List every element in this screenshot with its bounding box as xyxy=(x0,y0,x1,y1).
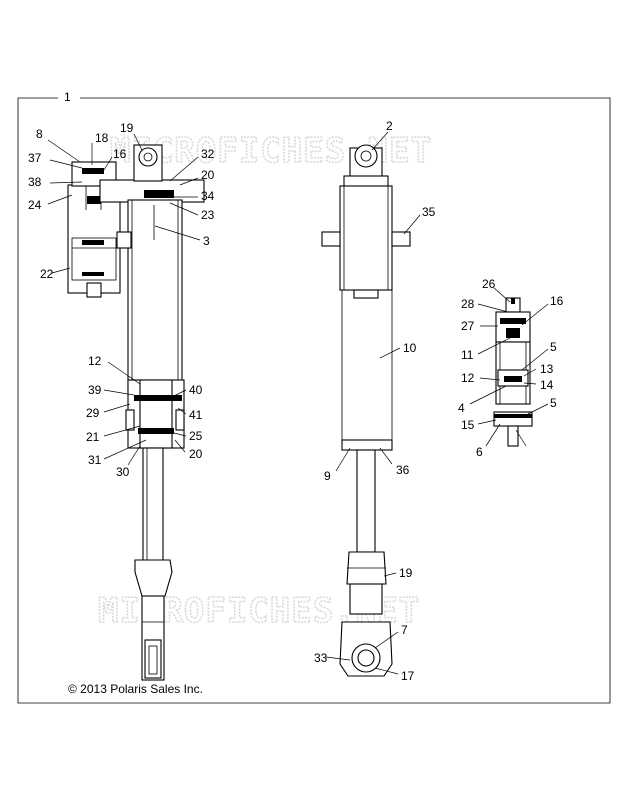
callout-3: 22 xyxy=(40,267,54,281)
callout-20-b: 24 xyxy=(28,198,42,212)
callout-34: 23 xyxy=(201,208,215,222)
callout-31: 30 xyxy=(116,465,130,479)
leader-lines xyxy=(47,131,549,675)
callout-26: 16 xyxy=(550,294,564,308)
left-shock-assembly xyxy=(67,144,205,681)
callout-40: 29 xyxy=(86,406,100,420)
center-shock-assembly xyxy=(321,144,411,677)
callout-labels: 1 8 18 19 16 32 37 20 38 34 24 23 3 22 1… xyxy=(28,90,564,683)
callout-18: 18 xyxy=(95,131,109,145)
callout-33: 17 xyxy=(401,669,415,683)
callout-1: 1 xyxy=(64,90,71,104)
callout-23: 3 xyxy=(203,234,210,248)
callout-4: 5 xyxy=(550,396,557,410)
callout-10: 9 xyxy=(324,469,331,483)
callout-16-b: 28 xyxy=(461,297,475,311)
callout-2: 35 xyxy=(422,205,436,219)
callout-38: 38 xyxy=(28,175,42,189)
valve-detail-assembly xyxy=(493,297,533,447)
callout-28: 27 xyxy=(461,319,475,333)
callout-20-c: 20 xyxy=(189,447,203,461)
callout-12-b: 14 xyxy=(540,378,554,392)
callout-25: 31 xyxy=(88,453,102,467)
callout-15: 6 xyxy=(476,445,483,459)
callout-21: 25 xyxy=(189,429,203,443)
callout-16: 16 xyxy=(113,147,127,161)
callout-30: 2 xyxy=(386,119,393,133)
callout-39: 40 xyxy=(189,383,203,397)
diagram-frame xyxy=(17,97,611,704)
copyright-text: © 2013 Polaris Sales Inc. xyxy=(68,682,203,696)
callout-37: 37 xyxy=(28,151,42,165)
callout-14: 4 xyxy=(458,401,465,415)
callout-11: 5 xyxy=(550,340,557,354)
callout-36: 19 xyxy=(399,566,413,580)
callout-20-a: 20 xyxy=(201,168,215,182)
callout-19-b: 7 xyxy=(401,623,408,637)
callout-41: 21 xyxy=(86,430,100,444)
callout-27: 11 xyxy=(461,348,474,362)
callout-17: 26 xyxy=(482,277,496,291)
callout-22: 12 xyxy=(88,354,102,368)
callout-24: 34 xyxy=(201,189,215,203)
callout-5-b: 15 xyxy=(461,418,475,432)
callout-9: 36 xyxy=(396,463,410,477)
callout-5-a: 13 xyxy=(540,362,554,376)
callout-32: 32 xyxy=(201,147,215,161)
callout-8: 8 xyxy=(36,127,43,141)
callout-19: 19 xyxy=(120,121,134,135)
callout-7: 33 xyxy=(314,651,328,665)
callout-12-a: 39 xyxy=(88,383,102,397)
callout-35: 10 xyxy=(403,341,417,355)
callout-29: 41 xyxy=(189,408,203,422)
callout-13: 12 xyxy=(461,371,475,385)
